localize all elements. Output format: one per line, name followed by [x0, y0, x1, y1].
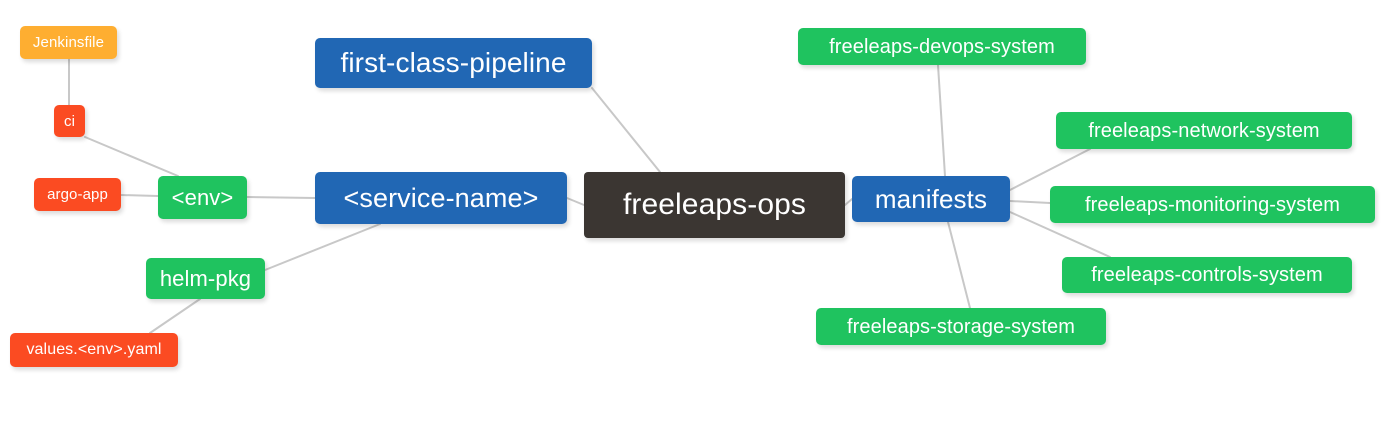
edge-manifests-to-freeleaps-network-system [1009, 148, 1091, 191]
node-values-yaml[interactable]: values.<env>.yaml [10, 333, 178, 367]
node-freeleaps-storage-system[interactable]: freeleaps-storage-system [816, 308, 1106, 345]
edge-service-name-to-helm-pkg [264, 223, 381, 271]
edge-manifests-to-freeleaps-storage-system [947, 221, 971, 309]
node-freeleaps-devops-system[interactable]: freeleaps-devops-system [798, 28, 1086, 65]
node-helm-pkg[interactable]: helm-pkg [146, 258, 265, 299]
node-manifests[interactable]: manifests [852, 176, 1010, 222]
edge-manifests-to-freeleaps-controls-system [1009, 211, 1111, 258]
edge-manifests-to-freeleaps-devops-system [937, 64, 946, 177]
node-argo-app[interactable]: argo-app [34, 178, 121, 211]
node-freeleaps-monitoring-system[interactable]: freeleaps-monitoring-system [1050, 186, 1375, 223]
node-first-class-pipeline[interactable]: first-class-pipeline [315, 38, 592, 88]
node-service-name[interactable]: <service-name> [315, 172, 567, 224]
edge-helm-pkg-to-values-yaml [149, 298, 201, 334]
edge-env-to-ci [84, 136, 179, 177]
node-jenkinsfile[interactable]: Jenkinsfile [20, 26, 117, 59]
edge-service-name-to-env [246, 196, 316, 199]
edge-freeleaps-ops-to-manifests [844, 198, 853, 206]
node-freeleaps-ops[interactable]: freeleaps-ops [584, 172, 845, 238]
edge-freeleaps-ops-to-first-class-pipeline [591, 87, 661, 173]
edge-manifests-to-freeleaps-monitoring-system [1009, 200, 1051, 204]
edge-env-to-argo-app [120, 194, 159, 197]
node-env[interactable]: <env> [158, 176, 247, 219]
node-freeleaps-network-system[interactable]: freeleaps-network-system [1056, 112, 1352, 149]
node-ci[interactable]: ci [54, 105, 85, 137]
node-freeleaps-controls-system[interactable]: freeleaps-controls-system [1062, 257, 1352, 293]
edge-freeleaps-ops-to-service-name [566, 197, 585, 206]
